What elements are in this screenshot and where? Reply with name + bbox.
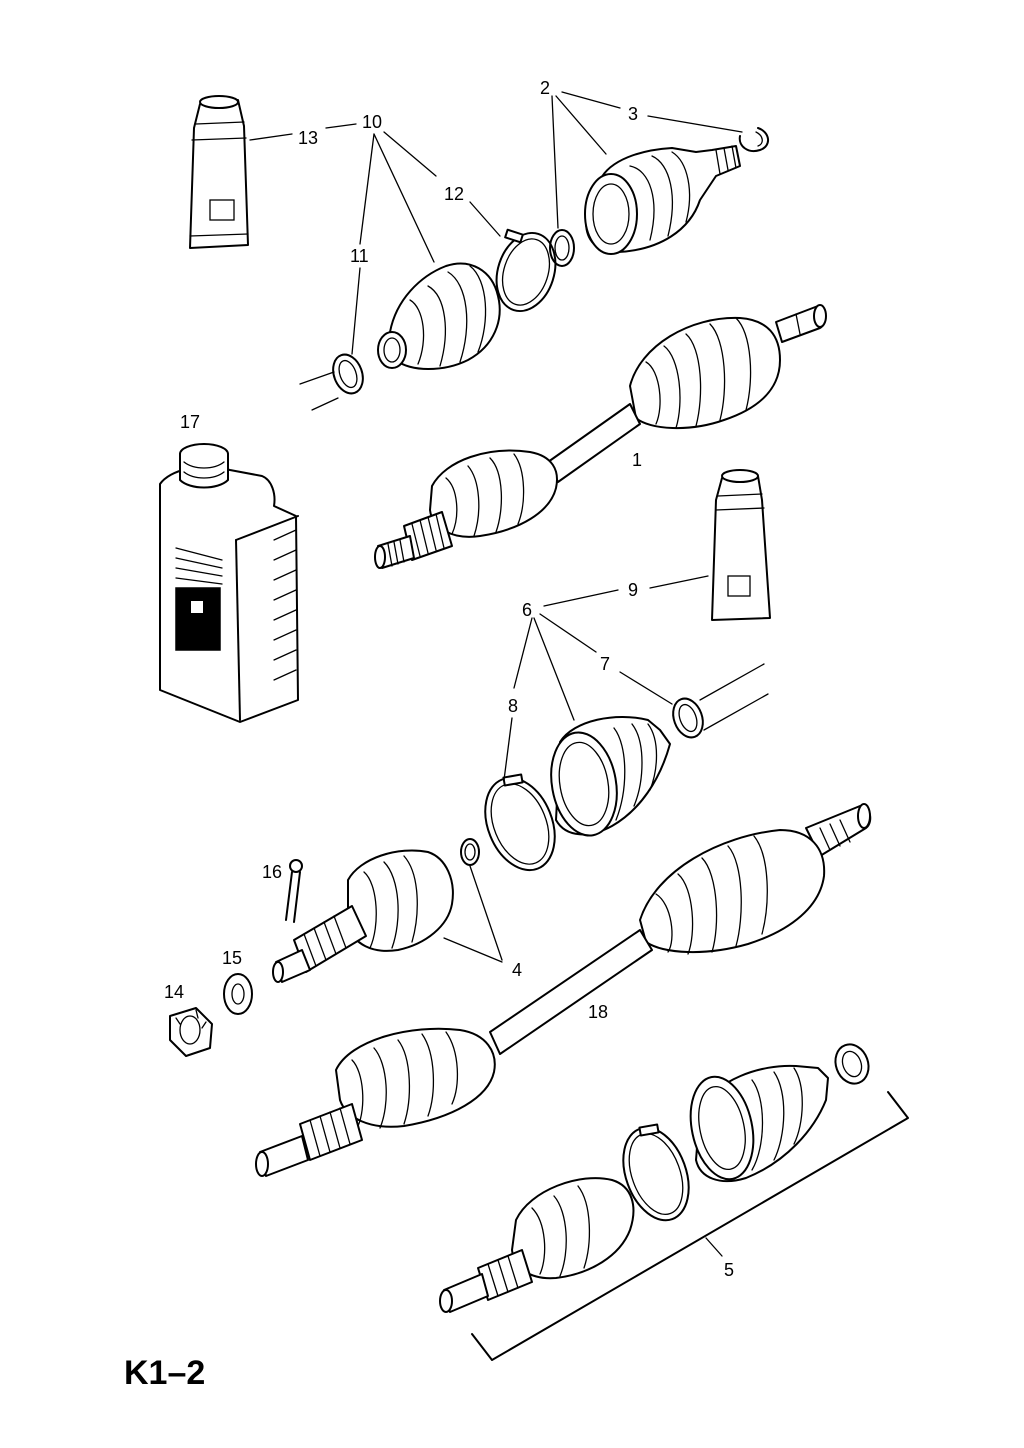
- grease-tube-13: [189, 95, 249, 249]
- callout-5: 5: [724, 1260, 734, 1280]
- outer-joint-4: [272, 849, 454, 983]
- callout-8: 8: [508, 696, 518, 716]
- inner-boot-10: [377, 262, 501, 370]
- snap-ring-4: [460, 838, 480, 866]
- callout-13: 13: [298, 128, 318, 148]
- boot-clamp-2-small: [549, 229, 575, 267]
- callout-18: 18: [588, 1002, 608, 1022]
- drive-shaft-1: [374, 304, 827, 569]
- callout-16: 16: [262, 862, 282, 882]
- callout-11: 11: [350, 246, 369, 266]
- callout-2: 2: [540, 78, 550, 98]
- callout-12: 12: [444, 184, 464, 204]
- leader-lines: [249, 91, 743, 1257]
- callout-1: 1: [632, 450, 642, 470]
- outer-boot-2: [584, 145, 741, 255]
- callout-labels: 1 2 3 4 5 6 7 8 9 10 11 12 13 14 15 16 1…: [164, 78, 734, 1280]
- drive-shaft-18: [255, 803, 872, 1177]
- boot-kit-5: [439, 1043, 909, 1361]
- clamp-band-12: [495, 228, 557, 313]
- castle-nut-14: [169, 1007, 213, 1057]
- callout-17: 17: [180, 412, 200, 432]
- page-code: K1–2: [124, 1354, 205, 1392]
- callout-7: 7: [600, 654, 610, 674]
- clamp-11: [299, 353, 364, 411]
- oil-bottle-17: [159, 443, 299, 723]
- callout-4: 4: [512, 960, 522, 980]
- grease-tube-9: [711, 469, 771, 621]
- cotter-pin-16: [285, 859, 303, 923]
- clamp-7: [672, 663, 769, 739]
- callout-3: 3: [628, 104, 638, 124]
- callout-15: 15: [222, 948, 242, 968]
- clamp-band-8: [484, 773, 556, 872]
- callout-14: 14: [164, 982, 184, 1002]
- outer-boot-6: [550, 715, 671, 837]
- callout-6: 6: [522, 600, 532, 620]
- callout-10: 10: [362, 112, 382, 132]
- snap-ring-3: [738, 127, 769, 152]
- washer-15: [223, 973, 253, 1015]
- callout-9: 9: [628, 580, 638, 600]
